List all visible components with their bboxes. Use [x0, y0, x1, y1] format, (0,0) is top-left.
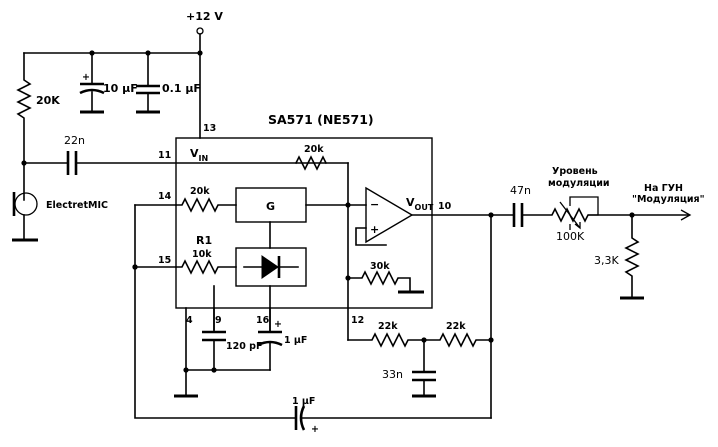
pot-label-line2: модуляции: [548, 178, 610, 189]
capacitor-22n: [66, 151, 78, 175]
r-feedback-label: 20k: [304, 144, 324, 155]
gain-cell-label: G: [266, 200, 275, 213]
junction-dot: [183, 367, 189, 373]
r-ref-label: 30k: [370, 261, 390, 272]
r-bias-label: 20K: [36, 94, 60, 107]
feedback-resistor-20k: [294, 155, 328, 171]
electret-mic-symbol: [12, 192, 38, 241]
loop-left-wire: [134, 204, 297, 419]
output-arrow-icon: [680, 209, 692, 221]
capacitor-47n: [512, 203, 524, 227]
pot-label-line1: Уровень: [552, 166, 598, 177]
r-out-label: 3,3K: [594, 254, 619, 267]
ic-label: SA571 (NE571): [268, 112, 374, 127]
output-resistor-3k3: [624, 214, 640, 299]
opamp-noninv-wire: [355, 227, 387, 246]
ic-body: [175, 137, 433, 309]
r-gain-in-label: 20k: [190, 186, 210, 197]
bias-resistor-20k: [16, 52, 32, 201]
pot-wiper-link: [569, 196, 599, 216]
pot-value-label: 100K: [556, 230, 585, 243]
pin-11-label: 11: [158, 150, 171, 161]
pin-9-label: 9: [215, 315, 222, 326]
reference-resistor-30k: [347, 270, 411, 293]
c-filter-label: 33n: [382, 368, 403, 381]
capacitor-33n: [412, 370, 436, 382]
rectifier-block: [235, 247, 307, 287]
svg-text:+: +: [82, 72, 90, 83]
r-filter2-label: 22k: [446, 321, 466, 332]
opamp-minus: −: [370, 198, 379, 211]
pin-15-label: 15: [158, 255, 171, 266]
c-loop-label: 1 µF: [292, 396, 315, 407]
potentiometer-100k: [521, 207, 633, 223]
c-pin16-plus: +: [274, 319, 282, 330]
capacitor-0-1uf: [136, 52, 160, 113]
r1-label: R1: [196, 234, 212, 247]
r1-value: 10k: [192, 249, 212, 260]
pin-10-label: 10: [438, 201, 452, 212]
junction-dot: [197, 50, 203, 56]
r-filter1-label: 22k: [378, 321, 398, 332]
r1-resistor-10k: [175, 259, 237, 275]
c-loop-plus: +: [311, 424, 319, 435]
capacitor-10uf: +: [79, 52, 105, 113]
out-label-line1: На ГУН: [644, 183, 683, 194]
opamp-plus: +: [370, 223, 379, 236]
pin-13-label: 13: [203, 123, 216, 134]
c-pin16-label: 1 µF: [284, 335, 307, 346]
c-120pf-label: 120 pF: [226, 341, 262, 352]
opamp-triangle: [365, 186, 414, 244]
vin-label: VIN: [190, 147, 208, 163]
pin-14-label: 14: [158, 191, 172, 202]
supply-terminal: [196, 27, 204, 35]
out-label-line2: "Модуляция": [632, 194, 705, 205]
vout-label: VOUT: [406, 196, 434, 212]
c-0-1uf-label: 0.1 µF: [162, 82, 201, 95]
pot-arrow-icon: [559, 201, 581, 230]
c-22n-label: 22n: [64, 134, 85, 147]
capacitor-120pf: [202, 330, 226, 342]
gain-input-resistor-20k: [175, 197, 237, 213]
pin-12-label: 12: [351, 315, 364, 326]
pin-16-label: 16: [256, 315, 270, 326]
filter-resistors-22k: [347, 332, 492, 348]
diode-icon: [261, 255, 279, 279]
c-out-label: 47n: [510, 184, 531, 197]
mic-label: ElectretMIC: [46, 200, 108, 211]
pin-4-label: 4: [186, 315, 193, 326]
c-10uf-label: 10 µF: [103, 82, 138, 95]
supply-label: +12 V: [186, 10, 223, 23]
